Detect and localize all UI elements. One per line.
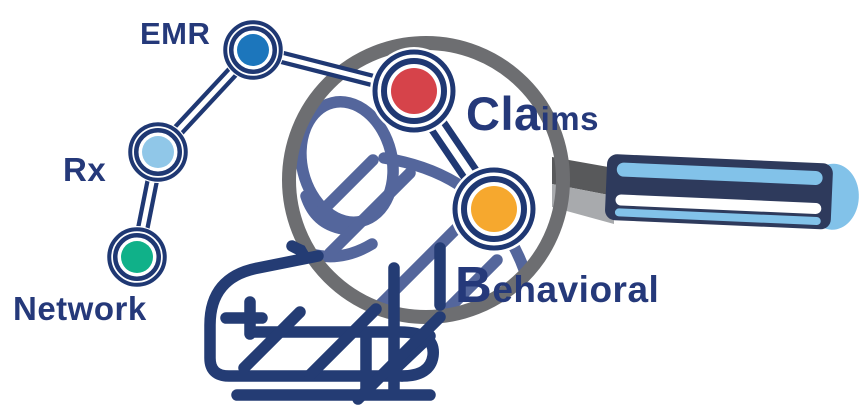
sling-strap-lower [304,303,382,381]
network-node [106,226,168,288]
claims-node-outer-ring [372,49,456,133]
rx-node-dot [142,136,174,168]
claims-node [370,47,458,135]
rx-label: Rx [63,151,106,188]
behavioral-label: Behavioral [455,256,659,313]
handle-stripe-bottom [614,208,821,226]
network-node-dot [121,241,153,273]
sling-stripe [238,306,306,374]
sling-strap-upper [434,254,503,318]
magnifying-glass [282,36,859,324]
emr-node-outer-ring [223,20,283,80]
behavioral-node-inner-ring [461,176,527,242]
network-node-outer-ring [107,227,167,287]
network-label: Network [13,290,147,327]
rx-node-outer-ring [128,122,188,182]
handle-stripe-white [615,194,822,214]
emr-node-inner-ring [229,26,277,74]
magnifier-handle [605,154,859,230]
network-node-inner-ring [113,233,161,281]
data-network-graph [106,19,538,288]
behavioral-node [450,165,538,253]
patient-forearm-sling [247,326,439,382]
emr-node-dot [237,34,269,66]
claims-label-magnified: Cla [466,87,541,140]
rx-node-inner-ring [134,128,182,176]
behavioral-label-rest: ehavioral [492,269,659,310]
labels: EMR Rx Network Claims Behavioral [13,16,659,327]
rx-node [127,121,189,183]
patient-left-shoulder-side [204,250,408,382]
patient-torso [204,242,446,405]
emr-node [222,19,284,81]
sling-stripe [312,154,379,221]
behavioral-label-magnified: B [455,256,492,313]
handle-stripe-top [616,162,823,185]
behavioral-node-outer-ring [452,167,536,251]
magnifier-lens-ring [282,36,570,324]
behavioral-node-dot [471,186,517,232]
emr-label: EMR [140,16,210,51]
claims-node-inner-ring [381,58,447,124]
sling-stripe [324,167,416,259]
claims-label-rest: ims [541,100,599,137]
claims-label: Claims [466,87,599,140]
claims-node-dot [391,68,437,114]
